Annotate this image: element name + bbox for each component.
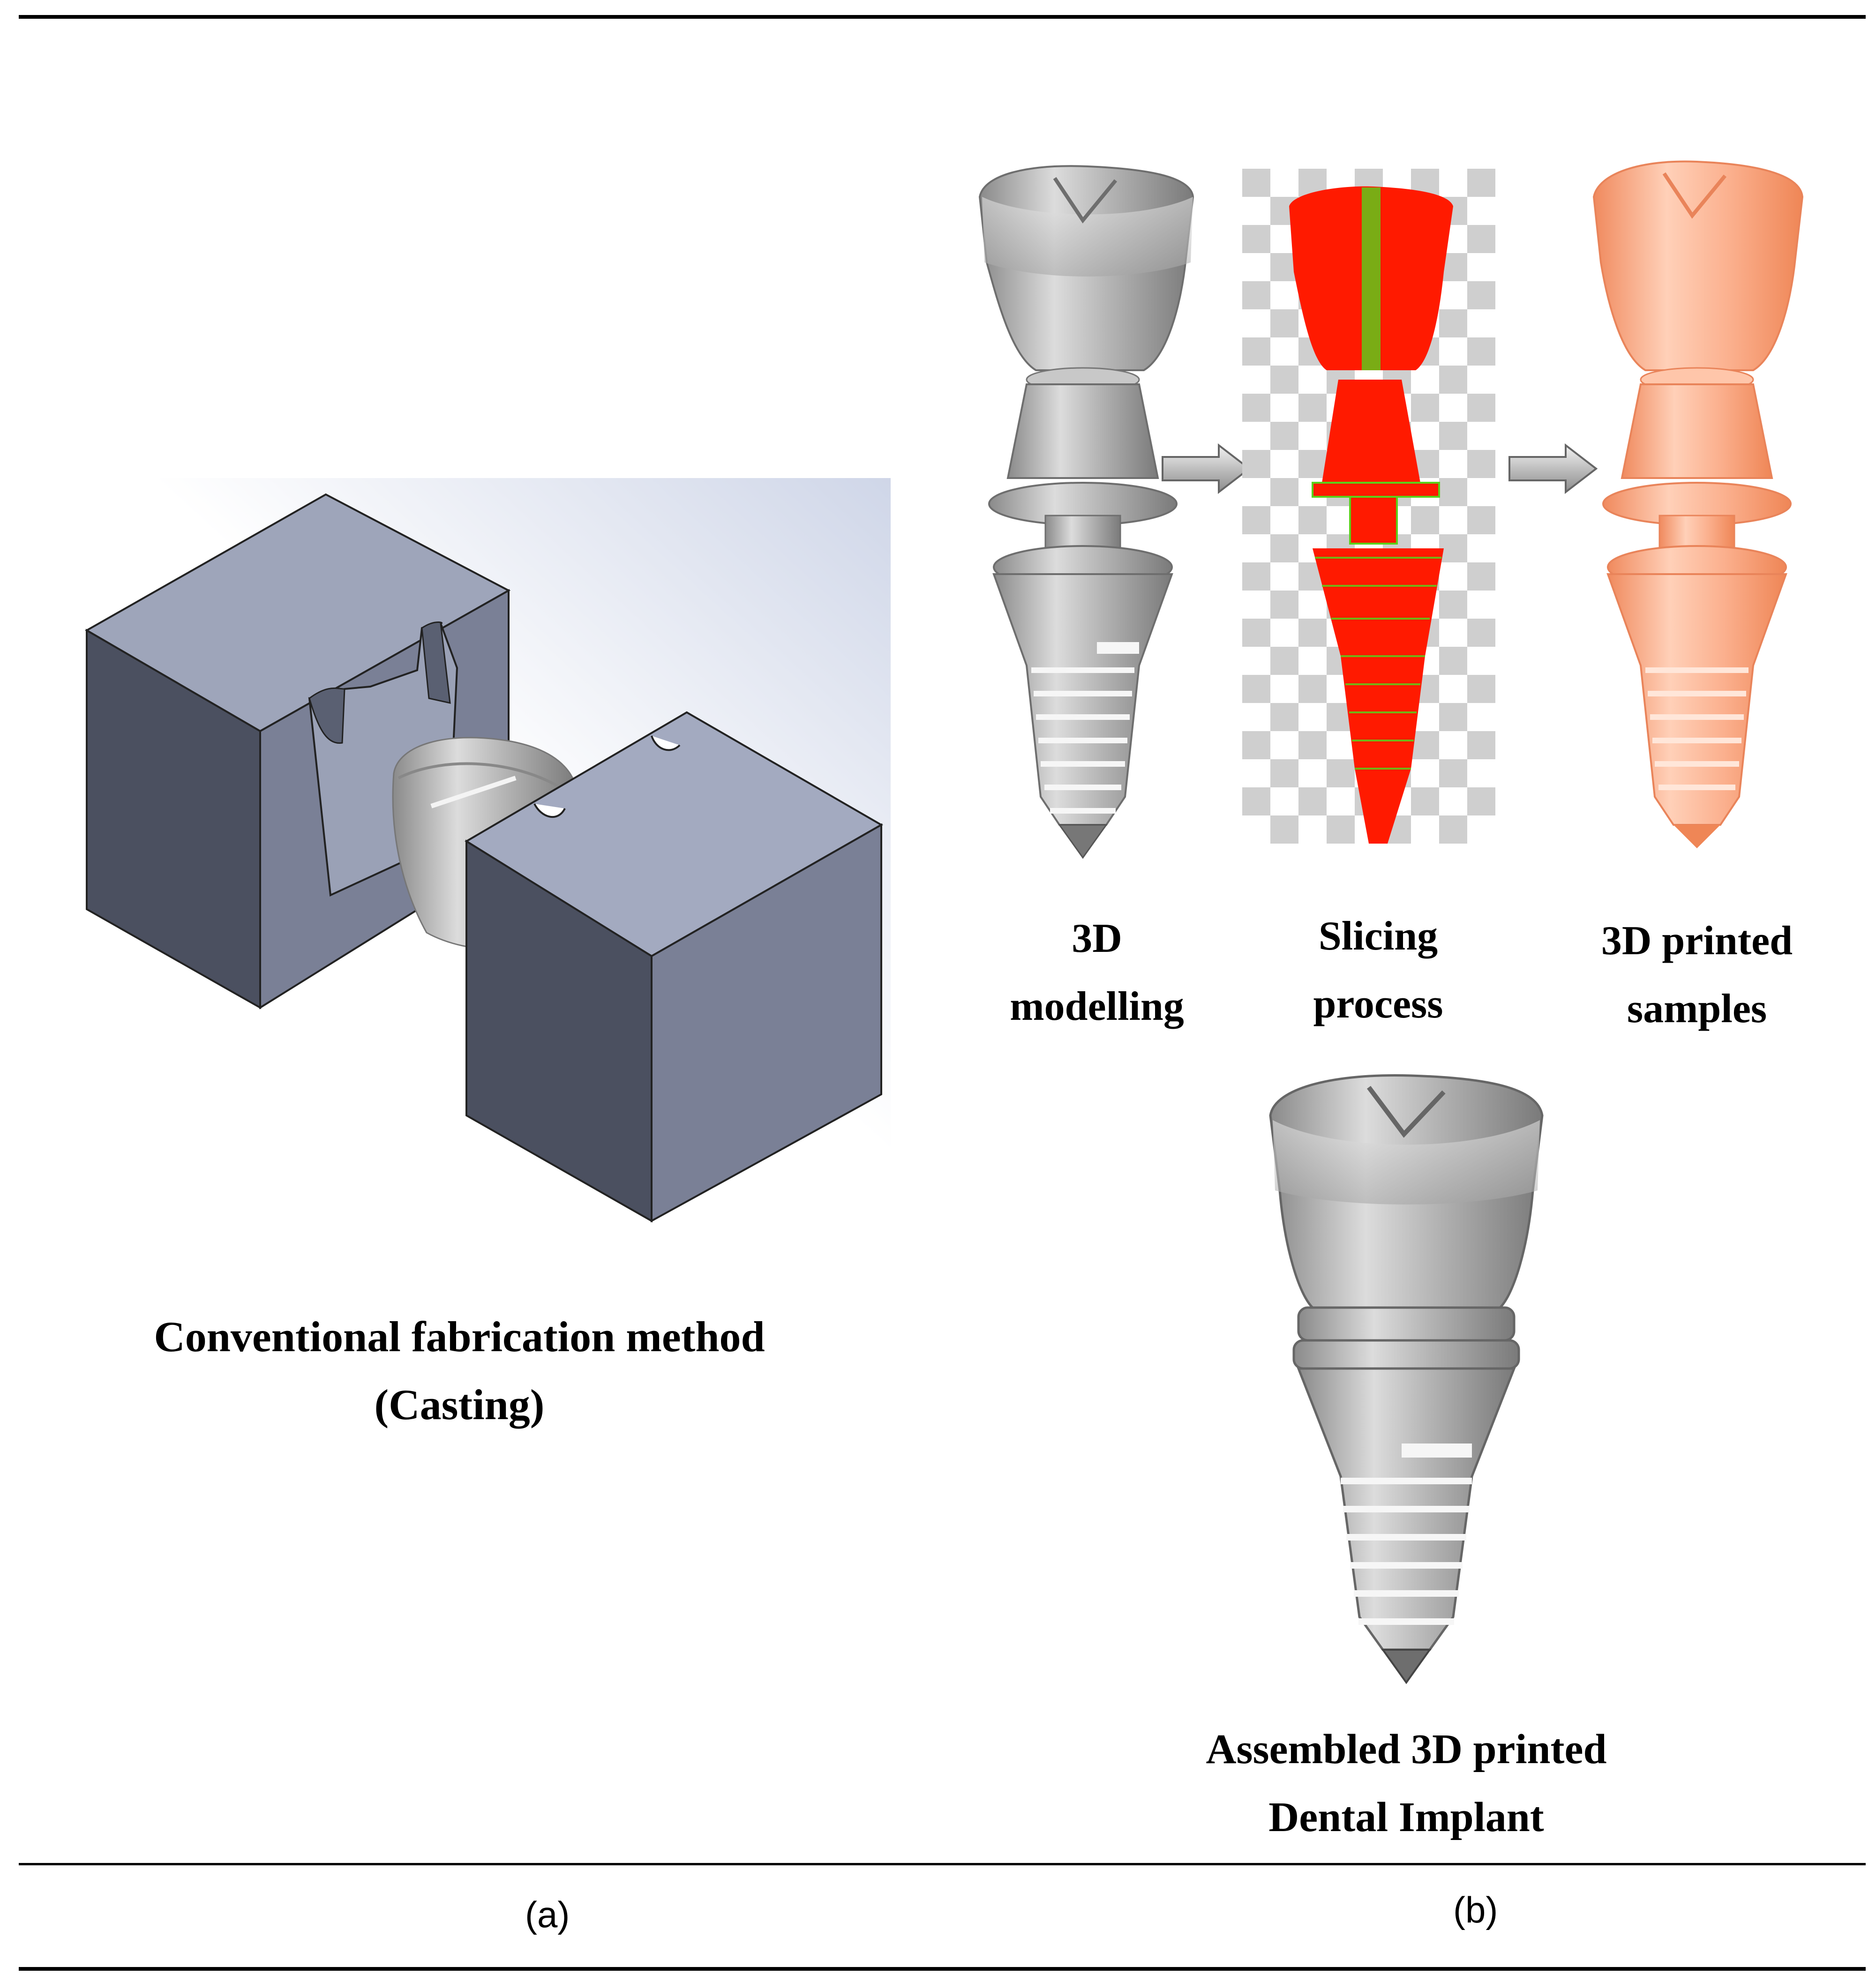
slicing-caption-line2: process: [1313, 981, 1443, 1027]
casting-caption-line2: (Casting): [374, 1381, 545, 1429]
casting-caption-line1: Conventional fabrication method: [154, 1313, 765, 1361]
slicing-caption: Slicing process: [1256, 902, 1500, 1038]
right-arrow-icon: [1508, 443, 1598, 494]
slicing-caption-line1: Slicing: [1318, 913, 1438, 959]
assembled-caption-line1: Assembled 3D printed: [1206, 1726, 1607, 1773]
assembled-implant: [1269, 1074, 1544, 1684]
printed-caption-line1: 3D printed: [1601, 918, 1793, 964]
middle-rule: [19, 1863, 1866, 1865]
panel-b-label: (b): [1453, 1889, 1498, 1930]
slicing-preview: [1242, 169, 1495, 844]
printed-caption-line2: samples: [1627, 986, 1767, 1032]
printed-caption: 3D printed samples: [1561, 907, 1833, 1043]
casting-caption: Conventional fabrication method (Casting…: [84, 1303, 834, 1439]
implant-3d-model: [978, 165, 1194, 859]
casting-mold-illustration: [70, 478, 891, 1228]
right-arrow-icon: [1162, 443, 1251, 494]
modelling-caption-line2: modelling: [1010, 984, 1184, 1029]
assembled-caption: Assembled 3D printed Dental Implant: [1125, 1715, 1688, 1851]
assembled-caption-line2: Dental Implant: [1268, 1794, 1544, 1840]
modelling-caption: 3D modelling: [975, 905, 1219, 1040]
printed-samples: [1592, 160, 1804, 848]
top-rule: [19, 15, 1866, 19]
panel-a-label: (a): [525, 1894, 570, 1935]
bottom-rule: [19, 1967, 1866, 1971]
modelling-caption-line1: 3D: [1072, 916, 1122, 961]
